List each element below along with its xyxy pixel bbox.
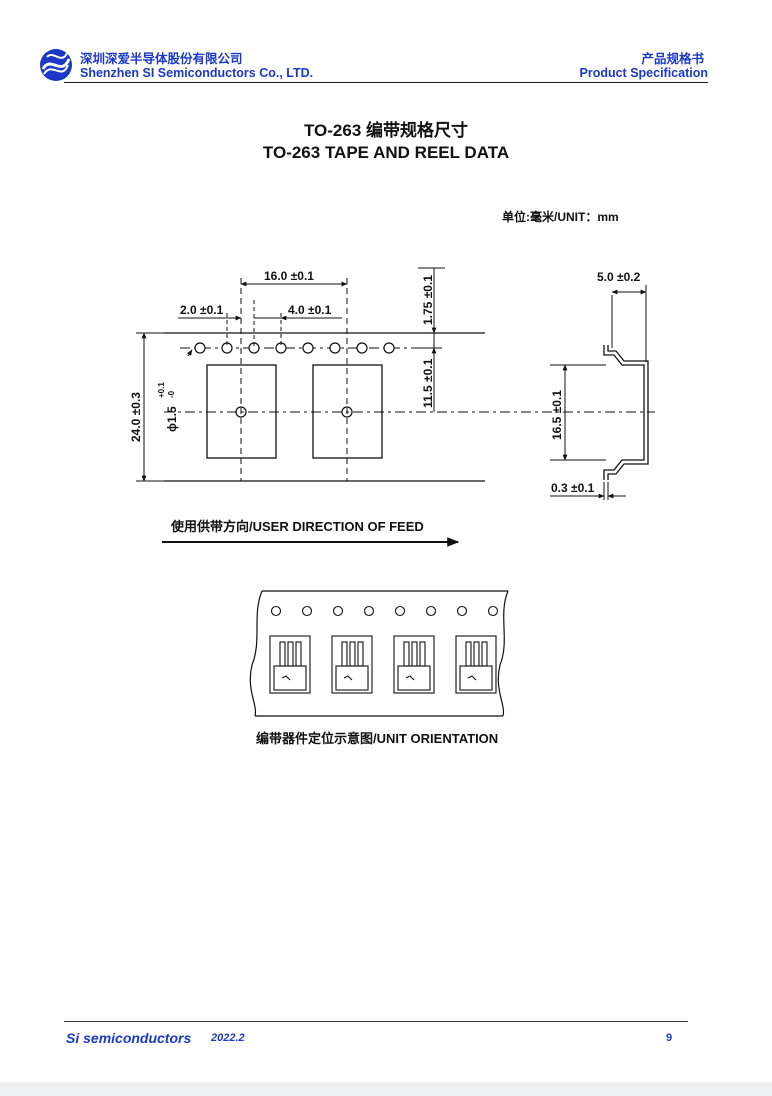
dim-16-5: 16.5 ±0.1 [550, 390, 564, 440]
orientation-sprocket-holes [270, 605, 499, 617]
dim-5: 5.0 ±0.2 [597, 270, 641, 284]
page-title-en: TO-263 TAPE AND REEL DATA [262, 143, 510, 162]
page-bottom-band [0, 1082, 772, 1096]
logo-mark-icon [40, 49, 72, 81]
company-name-cn: 深圳深爱半导体股份有限公司 [80, 52, 243, 66]
footer-date: 2022.2 [211, 1032, 245, 1044]
dim-4: 4.0 ±0.1 [288, 303, 332, 317]
unit-label: 单位:毫米/UNIT：mm [502, 210, 619, 224]
dim-11-5: 11.5 ±0.1 [421, 358, 435, 408]
dim-1-75: 1.75 ±0.1 [421, 275, 435, 325]
page-title-cn: TO-263 编带规格尺寸 [303, 121, 469, 140]
orientation-caption: 编带器件定位示意图/UNIT ORIENTATION [256, 731, 499, 746]
dim-0-3: 0.3 ±0.1 [551, 481, 595, 495]
orientation-units [269, 635, 497, 694]
dim-24: 24.0 ±0.3 [129, 392, 143, 442]
footer-rule [64, 1021, 688, 1022]
dim-hole-minus: -0 [167, 390, 176, 398]
dim-2: 2.0 ±0.1 [180, 303, 224, 317]
dim-hole-dia: ϕ1.5 [165, 406, 179, 432]
tape-side-profile [603, 285, 649, 480]
dim-hole-plus: +0.1 [157, 382, 166, 398]
feed-direction-label: 使用供带方向/USER DIRECTION OF FEED [170, 519, 424, 534]
dim-16: 16.0 ±0.1 [264, 269, 314, 283]
header-rule [64, 82, 708, 83]
company-name-en: Shenzhen SI Semiconductors Co., LTD. [80, 66, 314, 80]
tape-dimension-drawing: 16.0 ±0.1 2.0 ±0.1 4.0 ±0.1 1.75 ±0.1 11… [129, 267, 655, 547]
doc-type-en: Product Specification [579, 66, 709, 80]
company-logo [38, 47, 74, 83]
footer-brand: Si semiconductors [66, 1030, 192, 1046]
doc-type-cn: 产品规格书 [641, 52, 704, 66]
unit-orientation-drawing [249, 590, 509, 717]
page-number: 9 [666, 1032, 673, 1044]
